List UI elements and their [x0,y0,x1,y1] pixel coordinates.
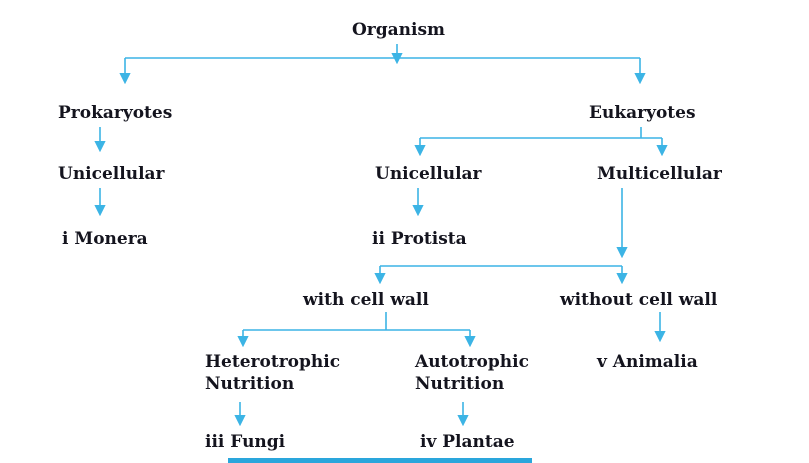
node-heterotrophic-nutrition: Heterotrophic Nutrition [205,352,341,395]
node-prokaryote-unicellular: Unicellular [58,164,165,184]
node-without-cell-wall: without cell wall [560,290,718,310]
node-with-cell-wall: with cell wall [303,290,429,310]
node-fungi: iii Fungi [205,432,286,452]
node-plantae: iv Plantae [420,432,515,452]
page-edge-bar [228,458,532,463]
node-prokaryotes: Prokaryotes [58,103,173,123]
node-protista: ii Protista [372,229,467,249]
node-eukaryotes: Eukaryotes [589,103,696,123]
node-organism: Organism [352,20,446,40]
node-multicellular: Multicellular [597,164,722,184]
node-animalia: v Animalia [597,352,698,372]
node-eukaryote-unicellular: Unicellular [375,164,482,184]
node-monera: i Monera [62,229,148,249]
node-autotrophic-nutrition: Autotrophic Nutrition [415,352,529,395]
